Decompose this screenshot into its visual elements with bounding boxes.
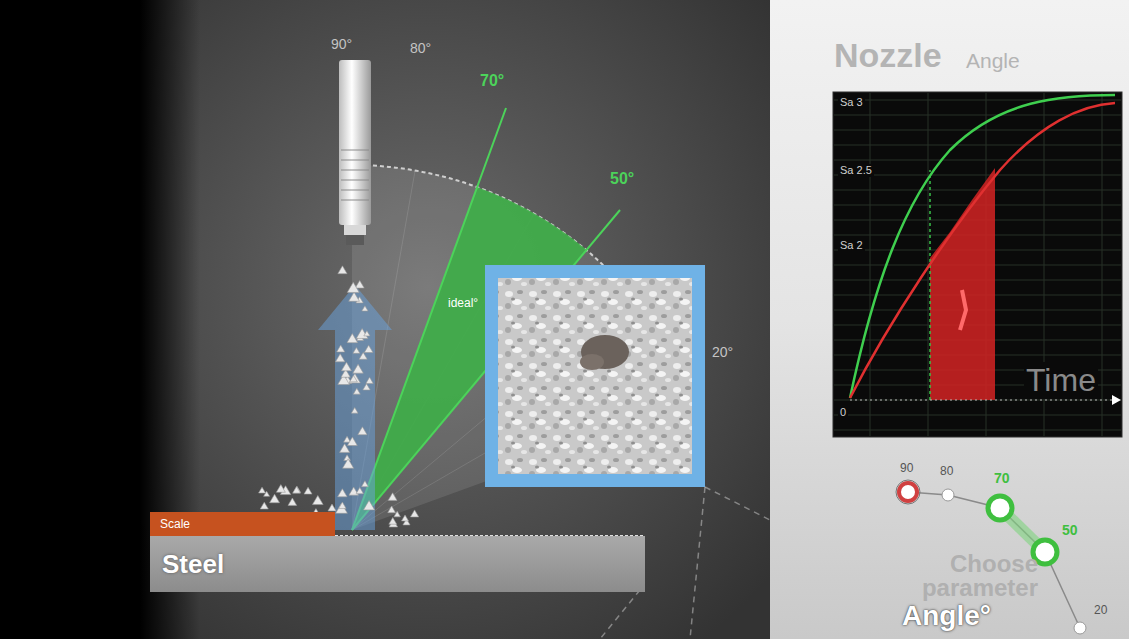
abrasive-particle <box>347 282 359 292</box>
panel-title: Nozzle <box>834 36 942 75</box>
scale-layer: Scale <box>150 512 335 536</box>
grid-line <box>834 415 1121 416</box>
abrasive-particle <box>362 306 368 311</box>
layer-label: Steel <box>162 549 224 580</box>
abrasive-particle <box>339 502 346 508</box>
abrasive-particle <box>349 374 360 383</box>
abrasive-particle <box>363 384 370 390</box>
steel-layer: Steel <box>150 536 645 592</box>
axis-label: Sa 3 <box>838 96 865 109</box>
slider-value: 90 <box>900 462 913 476</box>
angle-mark: 70° <box>480 72 504 90</box>
slider-value: 50 <box>1062 522 1078 538</box>
grid-line <box>834 175 1121 176</box>
grid-line <box>834 130 1121 131</box>
slider-value: 20 <box>1094 604 1107 618</box>
grid-line <box>834 100 1121 101</box>
abrasive-particle <box>388 493 397 501</box>
grid-line <box>1102 93 1103 436</box>
abrasive-particle <box>353 347 360 353</box>
abrasive-particle <box>260 502 268 509</box>
abrasive-particle <box>353 364 364 373</box>
abrasive-particle <box>293 486 300 492</box>
abrasive-particle <box>344 455 351 461</box>
abrasive-particle <box>338 489 348 497</box>
abrasive-particle <box>366 377 373 383</box>
abrasive-particle <box>394 511 401 517</box>
abrasive-particle <box>344 436 351 442</box>
abrasive-particle <box>293 487 301 494</box>
abrasive-particle <box>259 487 266 493</box>
angle-mark: 90° <box>331 36 352 52</box>
abrasive-particle <box>364 345 373 352</box>
abrasive-particle <box>338 266 347 274</box>
abrasive-particle <box>347 334 358 343</box>
slider-value: 70 <box>994 470 1010 486</box>
axis-label: Sa 2.5 <box>838 164 874 177</box>
grid-line <box>834 430 1121 431</box>
abrasive-particle <box>347 437 357 445</box>
abrasive-particle <box>351 407 358 413</box>
axis-label: 0 <box>838 406 848 419</box>
abrasive-particle <box>355 280 364 288</box>
abrasive-particle <box>304 487 312 494</box>
ideal-label: ideal° <box>448 297 478 311</box>
abrasive-particle <box>350 375 358 381</box>
abrasive-particle <box>341 362 351 371</box>
abrasive-particle <box>328 504 336 511</box>
angle-mark: 50° <box>610 170 634 188</box>
abrasive-particle <box>340 444 350 453</box>
abrasive-particle <box>358 427 367 435</box>
abrasive-particle <box>270 494 280 502</box>
grid-line <box>834 190 1121 191</box>
abrasive-particle <box>343 459 354 468</box>
slider-value: 80 <box>940 465 953 479</box>
abrasive-particle <box>359 352 367 359</box>
abrasive-particle <box>388 506 396 513</box>
abrasive-particle <box>276 485 285 493</box>
grid-line <box>834 160 1121 161</box>
layer-label: Scale <box>160 517 190 531</box>
angle-mark: 20° <box>712 344 733 360</box>
parameter-name: Angle° <box>902 600 991 632</box>
abrasive-particle <box>361 481 368 487</box>
abrasive-particle <box>335 354 345 362</box>
angle-mark: 80° <box>410 40 431 56</box>
panel-title: Angle <box>966 49 1020 73</box>
grid-line <box>834 115 1121 116</box>
abrasive-particle <box>402 515 409 521</box>
parameter-prompt: Choose parameter <box>838 552 1038 600</box>
abrasive-particle <box>364 331 370 336</box>
abrasive-particle <box>410 510 418 517</box>
abrasive-particle <box>356 487 363 493</box>
abrasive-particle <box>353 388 360 394</box>
axis-label: Sa 2 <box>838 239 865 252</box>
abrasive-particle <box>337 345 345 352</box>
grid-line <box>870 93 871 436</box>
abrasive-particle <box>389 518 397 525</box>
abrasive-particle <box>363 500 374 509</box>
grid-line <box>834 145 1121 146</box>
abrasive-particle <box>349 292 360 301</box>
axis-title: Time <box>1024 362 1098 399</box>
abrasive-particle <box>288 498 297 505</box>
abrasive-particle <box>312 496 323 505</box>
